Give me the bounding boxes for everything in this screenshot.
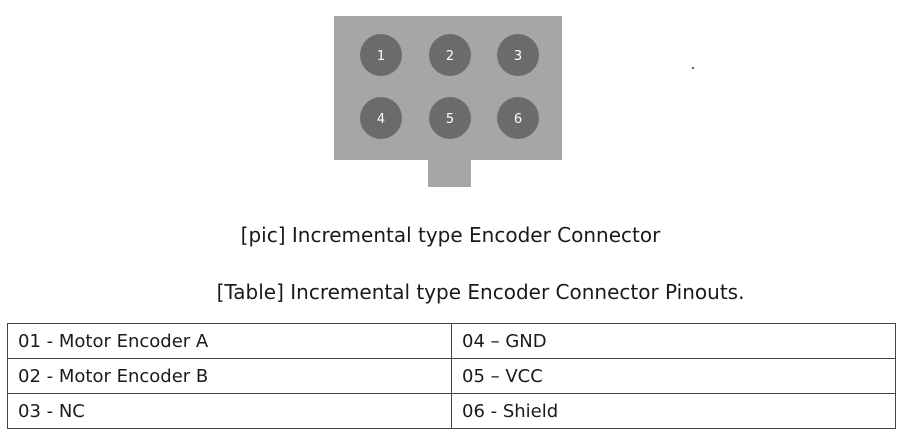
pinout-cell: 02 - Motor Encoder B [7, 358, 452, 394]
pin-3: 3 [497, 34, 539, 76]
pin-label: 5 [446, 112, 454, 127]
pin-label: 1 [377, 49, 385, 64]
pin-label: 3 [514, 49, 522, 64]
pinout-cell: 05 – VCC [451, 358, 896, 394]
pinout-cell: 04 – GND [451, 323, 896, 359]
pin-5: 5 [429, 97, 471, 139]
pinout-table: 01 - Motor Encoder A 04 – GND 02 - Motor… [7, 323, 896, 429]
pinout-cell: 01 - Motor Encoder A [7, 323, 452, 359]
picture-caption: [pic] Incremental type Encoder Connector [240, 223, 661, 247]
table-row: 01 - Motor Encoder A 04 – GND [7, 323, 896, 359]
encoder-connector-diagram: 1 2 3 4 5 6 [334, 16, 562, 187]
stray-dot [692, 67, 694, 69]
connector-tab [428, 158, 471, 187]
pin-2: 2 [429, 34, 471, 76]
table-row: 03 - NC 06 - Shield [7, 393, 896, 429]
table-caption: [Table] Incremental type Encoder Connect… [216, 280, 745, 304]
pin-6: 6 [497, 97, 539, 139]
pin-4: 4 [360, 97, 402, 139]
table-row: 02 - Motor Encoder B 05 – VCC [7, 358, 896, 394]
pin-label: 4 [377, 112, 385, 127]
pin-label: 2 [446, 49, 454, 64]
pin-1: 1 [360, 34, 402, 76]
pinout-cell: 06 - Shield [451, 393, 896, 429]
pinout-cell: 03 - NC [7, 393, 452, 429]
pin-label: 6 [514, 112, 522, 127]
